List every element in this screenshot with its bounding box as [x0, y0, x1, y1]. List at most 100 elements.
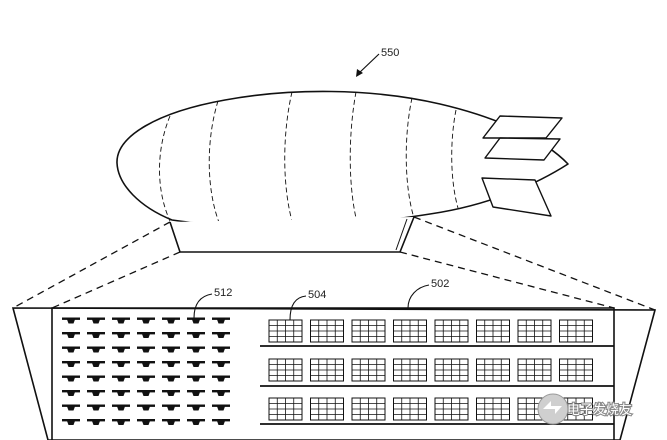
uav-drone-icon: [187, 346, 205, 353]
uav-drone-icon: [137, 317, 155, 324]
uav-drone-icon: [137, 404, 155, 411]
inventory-bin: [559, 319, 593, 343]
uav-drone-icon: [87, 390, 105, 396]
uav-drone-icon: [87, 332, 105, 338]
leader-502: [407, 284, 430, 309]
uav-drone-icon: [112, 361, 130, 367]
airship-gondola: [169, 216, 415, 253]
uav-drone-icon: [212, 390, 230, 396]
inventory-bin: [476, 397, 510, 421]
inventory-bin: [476, 319, 510, 343]
uav-drone-icon: [212, 361, 230, 367]
uav-drone-icon: [62, 404, 80, 411]
uav-drone-icon: [162, 332, 180, 338]
uav-drone-icon: [162, 390, 180, 396]
watermark: 电子发烧友: [537, 393, 633, 425]
callout-512: 512: [193, 287, 232, 319]
inventory-bin: [268, 397, 303, 421]
leader-550: [357, 53, 380, 75]
uav-drone-icon: [137, 419, 155, 425]
uav-drone-icon: [62, 419, 80, 425]
inventory-bin: [393, 319, 427, 343]
inventory-bin: [393, 358, 427, 382]
inventory-bin: [351, 319, 386, 343]
uav-drone-icon: [162, 419, 180, 425]
uav-drone-icon: [162, 346, 180, 353]
uav-drone-icon: [212, 332, 230, 338]
projection-lines: [12, 216, 656, 311]
inventory-bin: [310, 319, 344, 343]
inventory-bin: [559, 358, 593, 382]
inventory-bin: [434, 319, 469, 343]
uav-drone-icon: [162, 361, 180, 367]
uav-drone-icon: [112, 419, 130, 425]
uav-drone-icon: [87, 375, 105, 382]
uav-drone-icon: [62, 361, 80, 367]
uav-drone-icon: [137, 390, 155, 396]
uav-drone-icon: [112, 375, 130, 382]
uav-drone-icon: [187, 375, 205, 382]
label-504: 504: [308, 289, 326, 301]
leader-504: [289, 295, 307, 321]
uav-drone-icon: [87, 317, 105, 324]
uav-drone-icon: [187, 419, 205, 425]
uav-drone-icon: [187, 361, 205, 367]
uav-drone-icon: [112, 346, 130, 353]
uav-drone-icon: [162, 404, 180, 411]
uav-drone-icon: [137, 332, 155, 338]
arrowhead-550: [356, 69, 363, 77]
uav-drone-icon: [212, 346, 230, 353]
uav-drone-icon: [62, 332, 80, 338]
inventory-bin: [434, 397, 469, 421]
callout-504: 504: [289, 289, 326, 321]
uav-drone-icon: [62, 375, 80, 382]
label-512: 512: [214, 287, 232, 299]
inventory-bin: [351, 397, 386, 421]
inventory-bins: [268, 319, 593, 421]
callout-550: 550: [356, 47, 399, 77]
uav-drone-icon: [62, 390, 80, 396]
leader-512: [193, 293, 213, 319]
inventory-bin: [517, 319, 552, 343]
uav-drone-icon: [212, 419, 230, 425]
uav-drone-icon: [87, 404, 105, 411]
uav-drone-icon: [112, 404, 130, 411]
bay-inner: [51, 307, 615, 440]
inventory-bin: [310, 358, 344, 382]
inventory-bin: [310, 397, 344, 421]
uav-drone-icon: [187, 332, 205, 338]
uav-drone-icon: [212, 317, 230, 324]
inventory-bin: [268, 319, 303, 343]
uav-drone-icon: [62, 346, 80, 353]
uav-drone-icon: [87, 346, 105, 353]
label-550: 550: [381, 47, 399, 59]
callout-502: 502: [407, 278, 449, 309]
uav-drone-icon: [187, 390, 205, 396]
tail-fin-middle: [484, 137, 561, 161]
inventory-bin: [268, 358, 303, 382]
uav-drone-icon: [212, 404, 230, 411]
label-502: 502: [431, 278, 449, 290]
uav-drone-icon: [162, 317, 180, 324]
inventory-bin: [476, 358, 510, 382]
inventory-bin: [351, 358, 386, 382]
watermark-text: 电子发烧友: [567, 402, 632, 418]
inventory-bin: [434, 358, 469, 382]
uav-drone-icon: [137, 375, 155, 382]
inventory-bin: [517, 358, 552, 382]
uav-drone-icon: [137, 346, 155, 353]
tail-fin-upper: [482, 115, 563, 139]
uav-drone-icon: [62, 317, 80, 324]
uav-drone-icon: [187, 404, 205, 411]
airship: [116, 90, 569, 253]
uav-drone-icon: [137, 361, 155, 367]
tail-fin-lower: [481, 177, 552, 217]
uav-drone-icon: [87, 419, 105, 425]
uav-drone-icon: [112, 390, 130, 396]
uav-drone-icon: [87, 361, 105, 367]
airship-ribs: [159, 91, 459, 229]
uav-drone-icon: [112, 317, 130, 324]
uav-drone-icon: [162, 375, 180, 382]
inventory-bin: [393, 397, 427, 421]
